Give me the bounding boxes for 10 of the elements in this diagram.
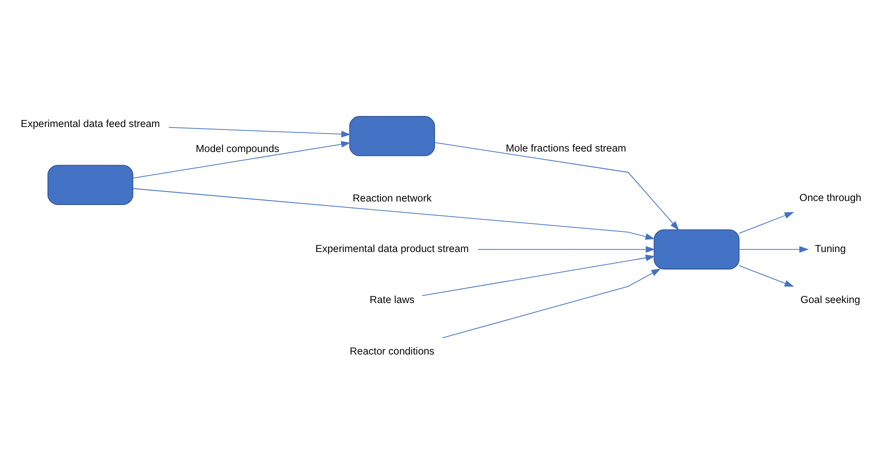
node-text: Experimental data product stream (315, 244, 469, 256)
edge-label: Reaction network (352, 194, 432, 205)
node-text: Once through (799, 192, 862, 204)
node-text: Goal seeking (800, 295, 860, 306)
node-text: Tuning (814, 244, 846, 256)
edge-label: Model compounds (196, 144, 280, 156)
node-text: Experimental data feed stream (20, 118, 160, 130)
node-text: Reactor conditions (350, 346, 434, 358)
node-text: Rate laws (370, 295, 415, 306)
edge-label: Mole fractions feed stream (506, 143, 626, 154)
